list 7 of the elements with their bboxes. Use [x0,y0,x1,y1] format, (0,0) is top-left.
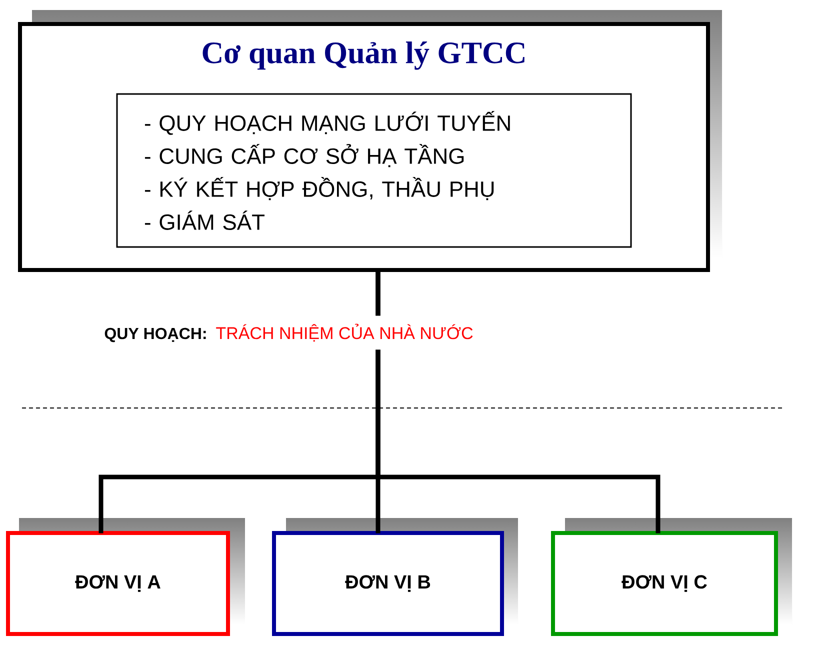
unit-box: ĐƠN VỊ B [272,518,518,636]
unit-box: ĐƠN VỊ A [6,518,245,636]
task-list-box: - QUY HOẠCH MẠNG LƯỚI TUYẾN - CUNG CẤP CƠ SỞ HẠ TẦNG - KÝ KẾT HỢP ĐỒNG, THẦU PHỤ - GIÁM SÁT [116,93,632,248]
note-text: QUY HOẠCH: [102,320,210,350]
unit-box: ĐƠN VỊ C [551,518,792,636]
note-text: TRÁCH NHIỆM CỦA NHÀ NƯỚC [212,316,476,350]
connector-line [376,270,660,534]
